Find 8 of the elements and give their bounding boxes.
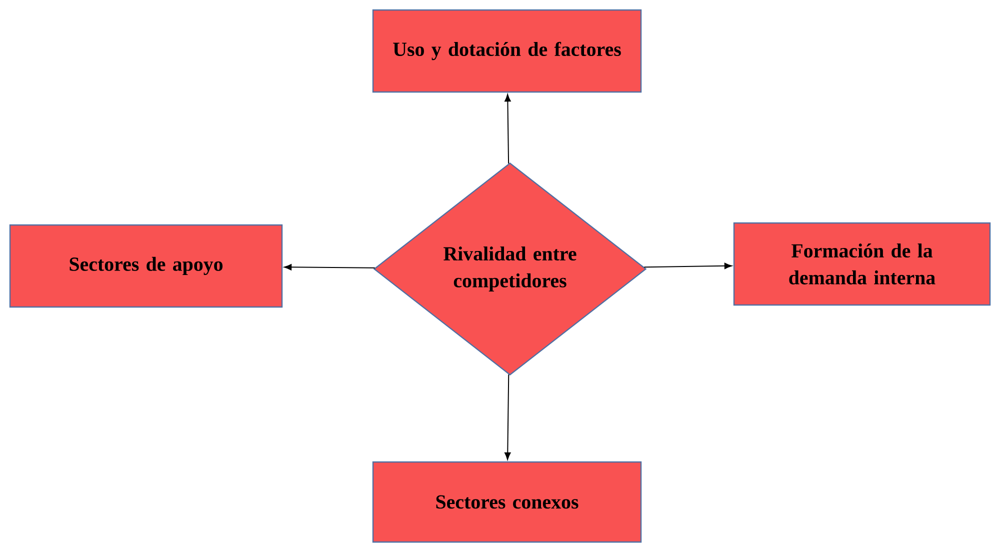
arrow [504, 94, 511, 164]
arrow [644, 262, 732, 270]
process-box: Sectores de apoyo [9, 224, 283, 308]
process-box: Sectores conexos [372, 461, 642, 543]
arrow [284, 264, 376, 270]
process-box: Formación de la demanda interna [733, 222, 991, 306]
arrow [504, 374, 511, 460]
process-box: Uso y dotación de factores [372, 9, 642, 93]
